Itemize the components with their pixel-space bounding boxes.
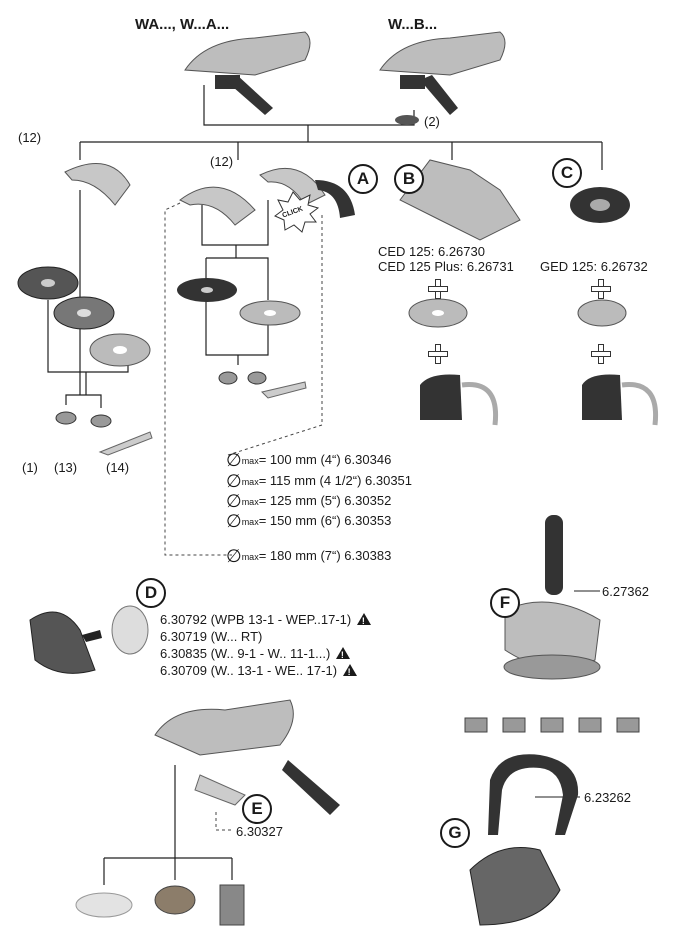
- callout-1: (1): [22, 460, 38, 475]
- option-e-number: 6.30327: [236, 824, 283, 839]
- callout-12-mid: (12): [210, 154, 234, 169]
- option-d-row: 6.30835 (W.. 9-1 - W.. 11-1...): [160, 646, 352, 663]
- plus-icon: [428, 279, 448, 299]
- letter-d-badge: D: [136, 578, 166, 608]
- warning-icon: [356, 613, 371, 629]
- guard-row: ∅max= 125 mm (5“) 6.30352: [226, 491, 392, 511]
- option-c-line1: GED 125: 6.26732: [540, 259, 648, 274]
- callout-14: (14): [106, 460, 130, 475]
- letter-c-badge: C: [552, 158, 582, 188]
- diameter-icon: ∅: [226, 471, 242, 491]
- option-d-row: 6.30709 (W.. 13-1 - WE.. 17-1): [160, 663, 359, 680]
- guard-row: ∅max= 180 mm (7“) 6.30383: [226, 546, 392, 566]
- plus-icon: [591, 344, 611, 364]
- callout-12-left: (12): [18, 130, 42, 145]
- warning-icon: [342, 664, 357, 680]
- guard-row: ∅max= 115 mm (4 1/2“) 6.30351: [226, 471, 413, 491]
- letter-a-badge: A: [348, 164, 378, 194]
- callout-13: (13): [54, 460, 78, 475]
- letter-b-badge: B: [394, 164, 424, 194]
- option-d-row: 6.30719 (W... RT): [160, 629, 263, 644]
- letter-e-badge: E: [242, 794, 272, 824]
- option-g-number: 6.23262: [584, 790, 631, 805]
- option-f-number: 6.27362: [602, 584, 649, 599]
- guard-row: ∅max= 100 mm (4“) 6.30346: [226, 450, 392, 470]
- warning-icon: [335, 647, 350, 663]
- diameter-icon: ∅: [226, 491, 242, 511]
- plus-icon: [428, 344, 448, 364]
- guard-row: ∅max= 150 mm (6“) 6.30353: [226, 511, 392, 531]
- letter-g-badge: G: [440, 818, 470, 848]
- callout-2: (2): [424, 114, 440, 129]
- model-a-label: WA..., W...A...: [135, 16, 230, 33]
- option-b-line1: CED 125: 6.26730: [378, 244, 485, 259]
- option-b-line2: CED 125 Plus: 6.26731: [378, 259, 514, 274]
- diameter-icon: ∅: [226, 546, 242, 566]
- model-b-label: W...B...: [388, 16, 438, 33]
- letter-f-badge: F: [490, 588, 520, 618]
- diameter-icon: ∅: [226, 511, 242, 531]
- diameter-icon: ∅: [226, 450, 242, 470]
- option-d-row: 6.30792 (WPB 13-1 - WEP..17-1): [160, 612, 373, 629]
- plus-icon: [591, 279, 611, 299]
